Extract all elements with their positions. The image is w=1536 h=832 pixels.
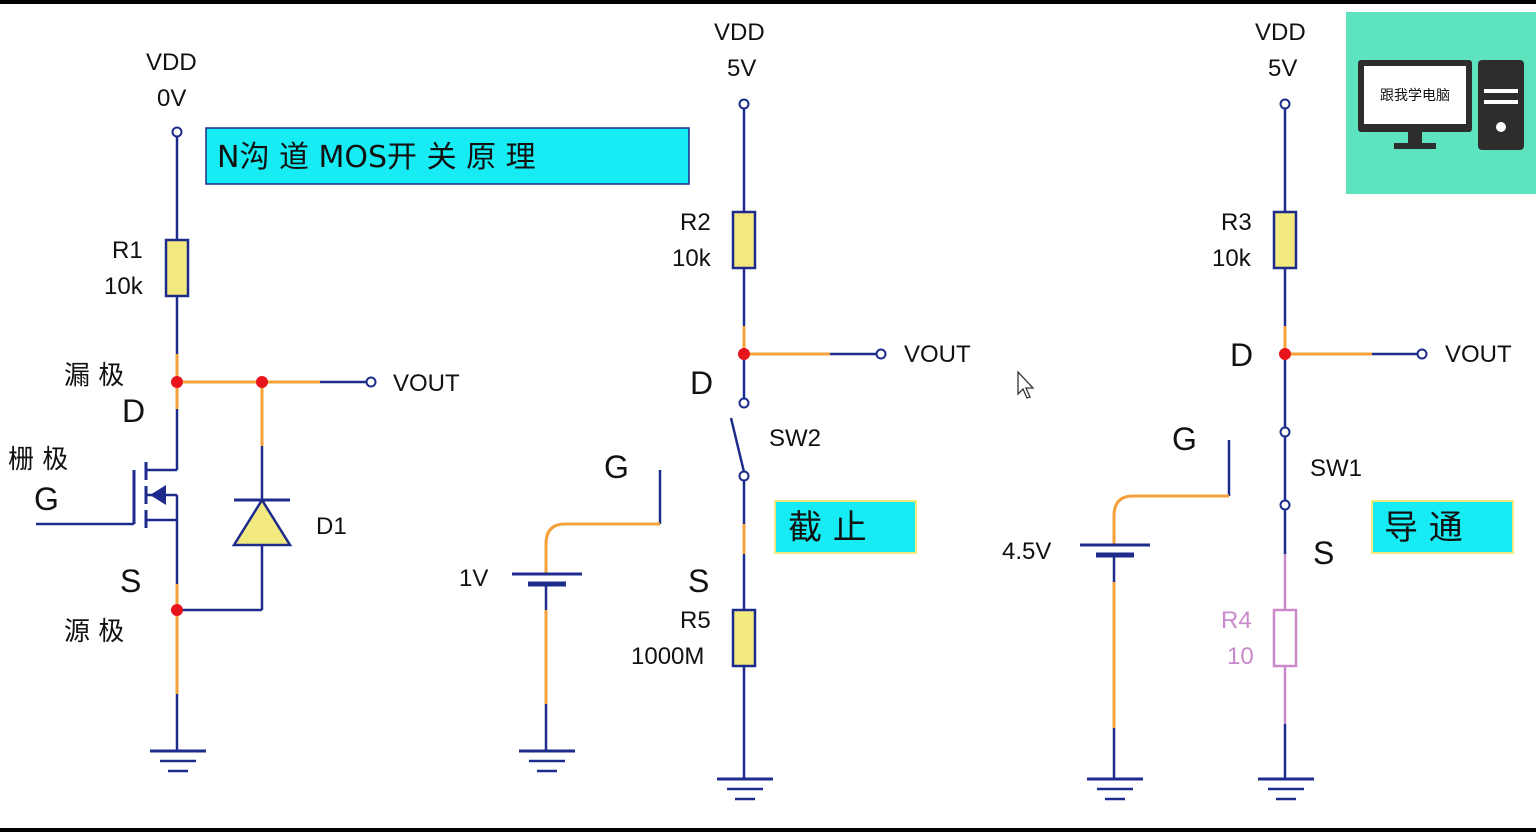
vout-label: VOUT [904,341,971,368]
drain-cn-label: 漏 极 [64,361,124,391]
drain-letter: D [122,393,145,429]
junction-node [256,376,268,388]
vout-terminal [365,376,377,388]
ground-symbol [717,777,773,801]
diode-d1 [231,497,293,547]
vdd-value: 5V [1268,55,1297,82]
resistor-name: R5 [680,607,711,634]
vdd-label: VDD [714,19,765,46]
switch-sw2-open [729,397,750,482]
resistor-r2 [731,210,757,270]
logo-badge: 跟我学电脑 [1346,12,1536,194]
resistor-value: 10 [1227,643,1254,670]
resistor-value: 10k [104,273,144,300]
logo-text: 跟我学电脑 [1380,88,1450,104]
vout-terminal [875,348,887,360]
nmos-transistor-symbol [36,462,179,584]
title-box: N沟 道 MOS开 关 原 理 [205,127,690,185]
vout-label: VOUT [1445,341,1512,368]
vout-label: VOUT [393,370,460,397]
logo-graphic: 跟我学电脑 [1358,60,1524,150]
resistor-value: 10k [1212,245,1252,272]
junction-node [171,604,183,616]
circuit-2: VDD 5V R2 10k VOUT D SW2 G 1V S R5 1000M… [459,19,971,801]
source-letter: S [688,563,709,599]
resistor-r3 [1272,210,1298,270]
state-box-cutoff: 截 止 [774,500,917,554]
resistor-r1 [164,238,190,298]
vdd-value: 0V [157,85,186,112]
source-letter: S [1313,535,1334,571]
title-text: N沟 道 MOS开 关 原 理 [217,140,536,175]
vdd-terminal [738,98,750,110]
circuit-1: VDD 0V R1 10k 漏 极 D 栅 极 G S 源 极 D1 VOUT [8,49,460,773]
state-label: 导 通 [1384,508,1463,548]
drain-letter: D [1230,337,1253,373]
monitor-icon [1358,60,1472,149]
vdd-label: VDD [1255,19,1306,46]
battery-value: 1V [459,565,488,592]
ground-symbol [150,749,206,773]
gate-cn-label: 栅 极 [8,445,68,475]
junction-node [1279,348,1291,360]
state-box-conduct: 导 通 [1371,500,1514,554]
switch-name: SW2 [769,425,821,452]
resistor-name: R2 [680,209,711,236]
battery-4v5 [1080,440,1231,801]
switch-sw1-closed [1279,426,1291,511]
computer-tower-icon [1478,60,1524,150]
vdd-terminal [171,126,183,138]
vout-terminal [1416,348,1428,360]
resistor-value: 10k [672,245,712,272]
battery-value: 4.5V [1002,538,1051,565]
battery-1v [512,470,662,773]
diagram-canvas: VDD 0V R1 10k 漏 极 D 栅 极 G S 源 极 D1 VOUT … [0,4,1536,828]
gate-letter: G [604,449,629,485]
ground-symbol [1258,777,1314,801]
source-cn-label: 源 极 [64,617,124,647]
junction-node [738,348,750,360]
junction-node [171,376,183,388]
vdd-label: VDD [146,49,197,76]
resistor-value: 1000M [631,643,704,670]
vdd-value: 5V [727,55,756,82]
resistor-name: R1 [112,237,143,264]
circuit-3: VDD 5V R3 10k D VOUT G SW1 4.5V S R4 10 … [1002,19,1514,801]
source-letter: S [120,563,141,599]
drain-letter: D [690,365,713,401]
state-label: 截 止 [788,508,867,548]
circuit-diagram: VDD 0V R1 10k 漏 极 D 栅 极 G S 源 极 D1 VOUT … [8,19,1514,801]
gate-letter: G [34,481,59,517]
resistor-r5 [731,608,757,668]
resistor-name: R3 [1221,209,1252,236]
resistor-name: R4 [1221,607,1252,634]
vdd-terminal [1279,98,1291,110]
gate-letter: G [1172,421,1197,457]
diode-name: D1 [316,513,347,540]
mouse-pointer-icon [1017,370,1035,399]
switch-name: SW1 [1310,455,1362,482]
resistor-r4 [1272,608,1298,668]
